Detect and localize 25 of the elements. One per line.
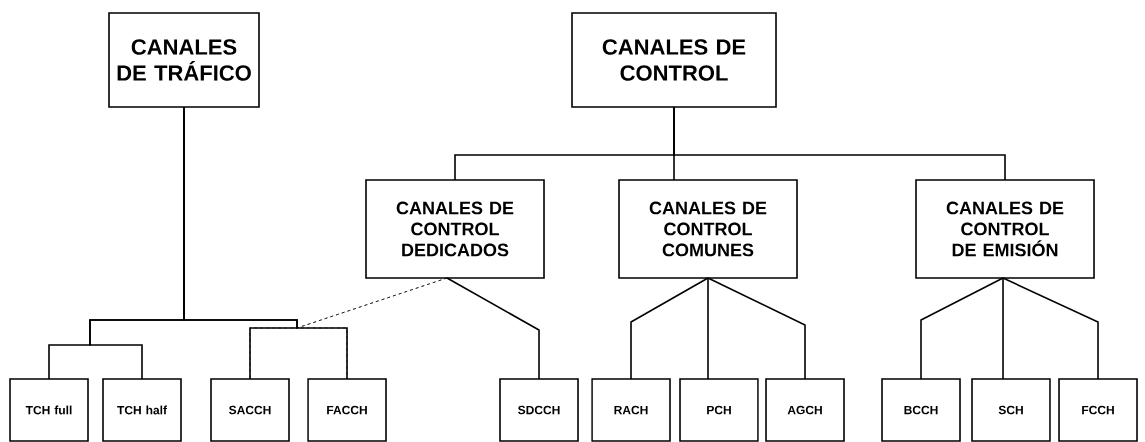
connector-line xyxy=(446,277,540,380)
connector-line xyxy=(707,277,806,380)
channel-box: SDCCH xyxy=(499,378,579,442)
channel-box: CANALES DE TRÁFICO xyxy=(108,12,260,108)
channel-box: BCCH xyxy=(881,378,961,442)
channel-box: FACCH xyxy=(307,378,387,442)
channel-box: SCH xyxy=(971,378,1051,442)
channel-box: CANALES DE CONTROL DEDICADOS xyxy=(365,179,545,279)
channel-box: SACCH xyxy=(210,378,290,442)
connector-line xyxy=(183,106,348,380)
channel-box: CANALES DE CONTROL xyxy=(571,12,777,108)
connector-line xyxy=(1002,277,1004,380)
connector-line xyxy=(630,277,709,380)
channel-box: FCCH xyxy=(1058,378,1138,442)
channel-box: AGCH xyxy=(765,378,845,442)
channel-box: TCH full xyxy=(9,378,89,442)
connector-line xyxy=(920,277,1004,380)
connector-line xyxy=(1002,277,1099,380)
channel-box: PCH xyxy=(679,378,759,442)
channel-box: CANALES DE CONTROL COMUNES xyxy=(618,179,798,279)
connector-line xyxy=(707,277,709,380)
channel-box: TCH half xyxy=(102,378,182,442)
channel-box: CANALES DE CONTROL DE EMISIÓN xyxy=(915,179,1095,279)
channel-box: RACH xyxy=(591,378,671,442)
connector-line xyxy=(673,106,1006,181)
